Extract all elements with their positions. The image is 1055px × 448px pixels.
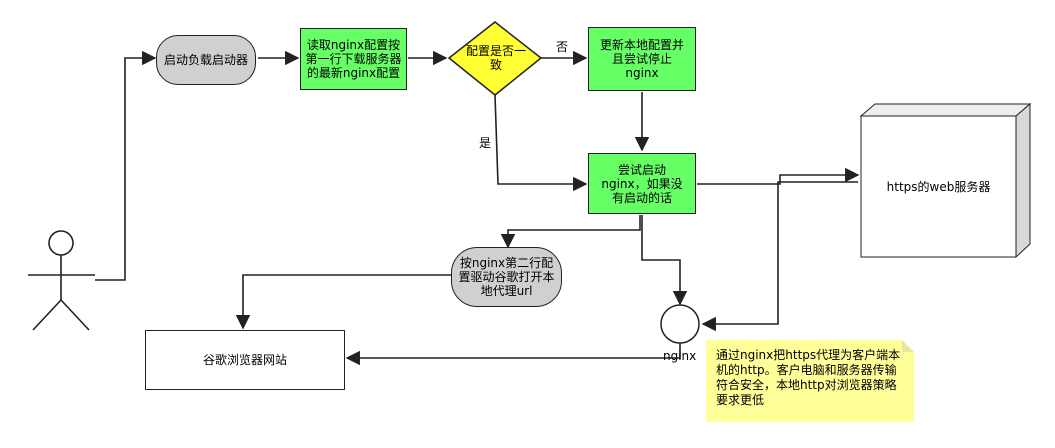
node-decision: 配置是否一致 [465,44,526,72]
edge-actor-start [95,50,157,281]
node-try-start: 尝试启动nginx，如果没有启动的话 [588,153,696,214]
node-read-config: 读取nginx配置按第一行下载服务器的最新nginx配置 [300,28,407,90]
edge-proxy-browser [235,274,452,330]
edge-trystart-webserver [697,167,860,185]
node-update: 更新本地配置并且尝试停止nginx [588,27,696,91]
node-web-server: https的web服务器 [886,179,991,194]
node-browser: 谷歌浏览器网站 [145,330,345,390]
nginx-circle [660,304,700,344]
decision-diamond [447,21,543,96]
node-start: 启动负载启动器 [156,35,256,85]
edge-nginx-browser [345,343,681,366]
nginx-label: nginx [663,349,697,363]
note-fold-corner [902,340,914,352]
edge-decision-trystart [494,94,588,192]
edge-webserver-nginx [701,181,858,332]
edge-label-no: 否 [556,40,569,54]
note-text: 通过nginx把https代理为客户端本机的http。客户电脑和服务器传输符合安… [716,348,901,407]
node-open-proxy: 按nginx第二行配置驱动谷歌打开本地代理url [451,247,562,307]
actor-icon [28,230,95,331]
edge-trystart-proxy [500,215,641,249]
note-box: 通过nginx把https代理为客户端本机的http。客户电脑和服务器传输符合安… [706,340,914,422]
web-server-box [859,102,1032,259]
edge-trystart-nginx [641,215,688,306]
edge-label-yes: 是 [479,136,492,150]
